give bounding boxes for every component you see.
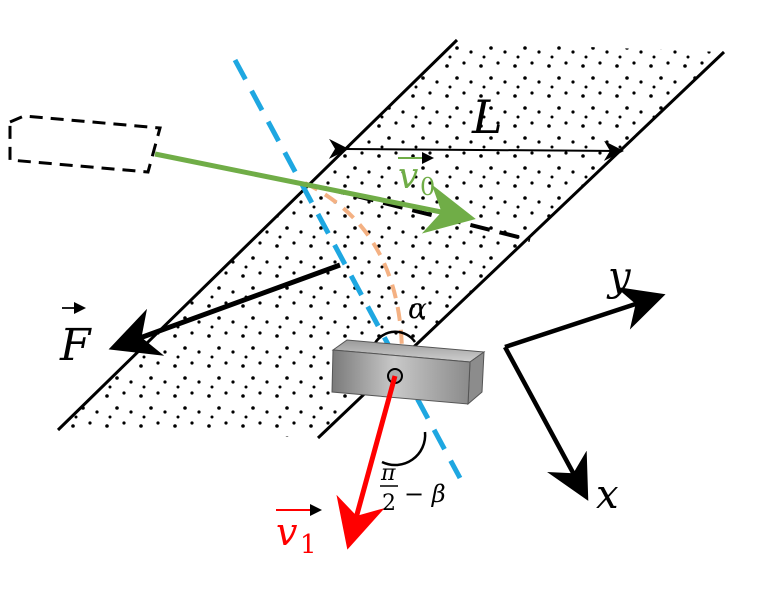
y-axis-label: y (606, 254, 632, 300)
normal-line (232, 58, 463, 480)
final-velocity-subscript: 1 (300, 530, 317, 560)
final-velocity-label: v 1 (276, 504, 322, 560)
initial-velocity-arrow (154, 151, 476, 234)
beta-angle-label: π 2 − β (380, 461, 446, 516)
band-left-edge (56, 38, 459, 432)
beta-angle-arc (381, 431, 427, 467)
force-arrow (108, 262, 341, 356)
initial-position-box (8, 114, 162, 174)
initial-velocity-label: v 0 (398, 152, 435, 201)
alpha-label: α (408, 292, 427, 325)
x-axis (503, 345, 589, 501)
width-measure-arrow (328, 138, 624, 161)
force-symbol: F (59, 320, 92, 371)
initial-velocity-symbol: v (398, 156, 418, 197)
angle-pi: π (380, 461, 396, 486)
final-velocity-arrow (336, 375, 398, 550)
initial-velocity-subscript: 0 (420, 173, 435, 201)
angle-minus-beta: − β (404, 480, 446, 508)
final-velocity-symbol: v (276, 510, 298, 554)
angle-two: 2 (382, 491, 396, 516)
block (331, 339, 486, 406)
y-axis (504, 286, 666, 350)
force-label: F (59, 302, 92, 371)
trajectory-curve (304, 181, 404, 353)
x-axis-label: x (596, 472, 619, 518)
alpha-angle-arc (373, 330, 417, 344)
length-label: L (471, 90, 503, 144)
